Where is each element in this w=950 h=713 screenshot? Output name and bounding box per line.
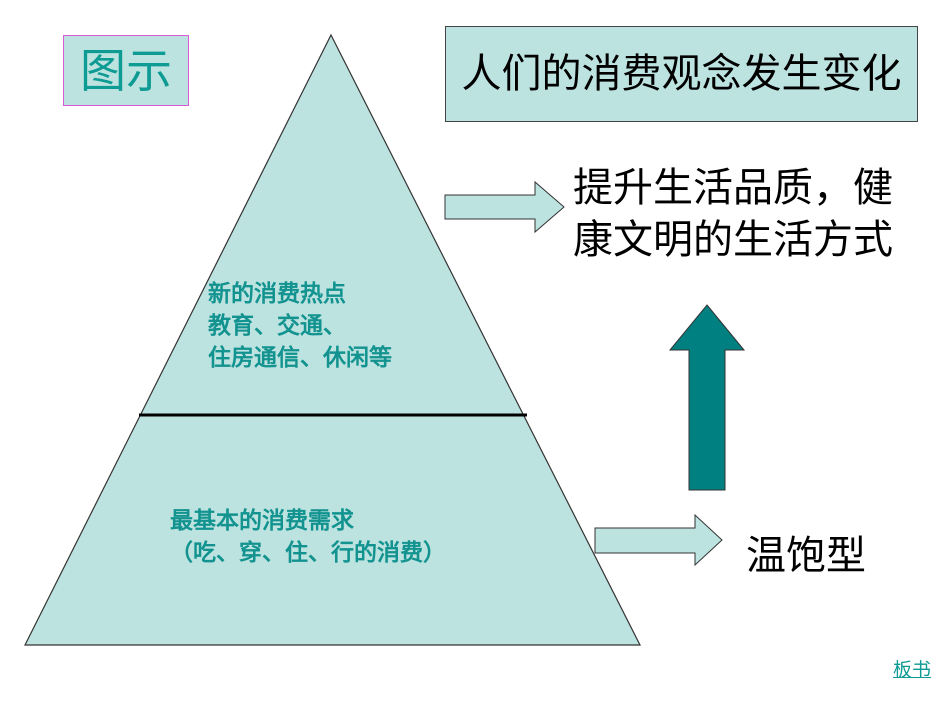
lower-tier-line: 最基本的消费需求 <box>170 508 354 534</box>
outcome-subsistence: 温饱型 <box>746 533 866 579</box>
right-arrow-lower <box>594 513 723 567</box>
outcome-quality-life: 提升生活品质，健 康文明的生活方式 <box>573 162 893 266</box>
upper-tier-line: 住房通信、休闲等 <box>208 345 392 371</box>
blackboard-link[interactable]: 板书 <box>893 659 932 681</box>
title-text: 图示 <box>80 43 172 98</box>
outcome-line: 提升生活品质，健 <box>573 165 893 211</box>
upper-tier-line: 教育、交通、 <box>208 313 346 339</box>
upper-tier-line: 新的消费热点 <box>208 281 346 307</box>
up-arrow <box>668 304 746 491</box>
right-arrow-upper <box>444 180 565 234</box>
title-label: 图示 <box>63 35 189 106</box>
outcome-line: 康文明的生活方式 <box>573 217 893 263</box>
lower-tier-line: （吃、穿、住、行的消费） <box>170 540 446 566</box>
pyramid-shape <box>24 33 641 646</box>
upper-tier-label: 新的消费热点 教育、交通、 住房通信、休闲等 <box>208 278 392 374</box>
header-box: 人们的消费观念发生变化 <box>445 26 918 122</box>
lower-tier-label: 最基本的消费需求 （吃、穿、住、行的消费） <box>170 505 446 569</box>
header-text: 人们的消费观念发生变化 <box>461 51 902 97</box>
